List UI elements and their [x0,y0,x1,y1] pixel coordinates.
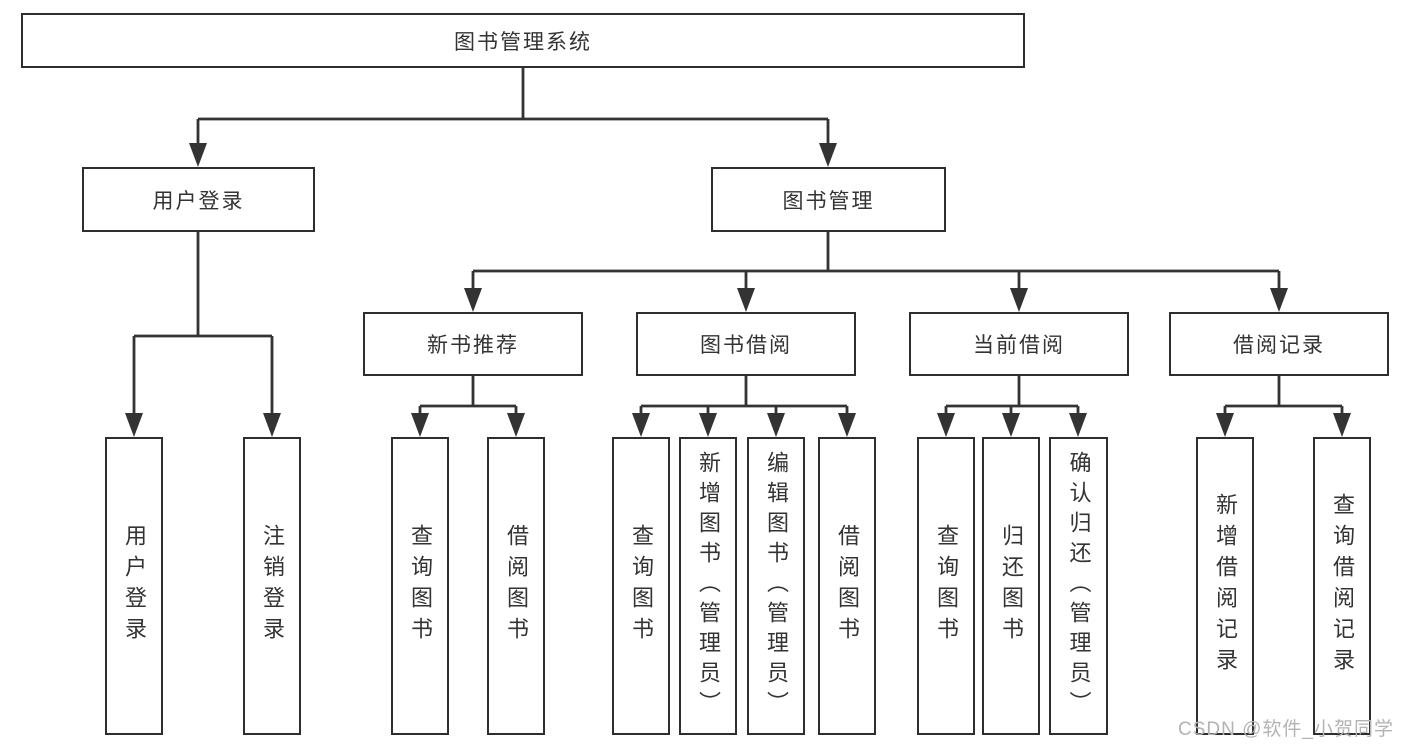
leaf-add-books-admin: 新增图书（管理员） [679,437,737,735]
node-root-label: 图书管理系统 [454,30,592,54]
leaf-query-books-recommend-label: 查询图书 [408,524,433,648]
leaf-borrow-books-recommend-label: 借阅图书 [504,524,529,648]
node-current-borrowing-label: 当前借阅 [973,334,1065,357]
leaf-add-borrow-record-label: 新增借阅记录 [1213,493,1238,679]
leaf-add-borrow-record: 新增借阅记录 [1196,437,1254,735]
leaf-return-books-label: 归还图书 [999,524,1024,648]
node-new-book-recommend-label: 新书推荐 [427,334,519,357]
node-borrowing-records-label: 借阅记录 [1233,334,1325,357]
leaf-logout: 注销登录 [243,437,301,735]
leaf-confirm-return-admin-label: 确认归还（管理员） [1066,451,1092,721]
leaf-borrow-books: 借阅图书 [818,437,876,735]
leaf-edit-books-admin: 编辑图书（管理员） [747,437,805,735]
node-current-borrowing: 当前借阅 [909,312,1129,376]
leaf-query-borrow-record-label: 查询借阅记录 [1330,493,1355,679]
leaf-confirm-return-admin: 确认归还（管理员） [1049,437,1108,735]
leaf-query-books-borrowing: 查询图书 [612,437,670,735]
leaf-user-login: 用户登录 [105,437,163,735]
node-user-login-label: 用户登录 [152,189,245,213]
watermark: CSDN @软件_小贺同学 [1178,719,1394,740]
leaf-borrow-books-recommend: 借阅图书 [487,437,545,735]
leaf-query-borrow-record: 查询借阅记录 [1313,437,1371,735]
node-root: 图书管理系统 [21,13,1025,68]
node-book-management: 图书管理 [711,167,946,232]
leaf-query-books-recommend: 查询图书 [391,437,449,735]
leaf-query-books-borrowing-label: 查询图书 [629,524,654,648]
node-book-borrowing: 图书借阅 [636,312,856,376]
node-book-borrowing-label: 图书借阅 [700,334,792,357]
leaf-query-books-current: 查询图书 [917,437,975,735]
leaf-user-login-label: 用户登录 [122,524,147,648]
connector-paths [132,68,1344,420]
leaf-return-books: 归还图书 [982,437,1040,735]
leaf-add-books-admin-label: 新增图书（管理员） [696,451,721,721]
arrowhead-icons [125,143,1351,437]
leaf-logout-label: 注销登录 [260,524,285,648]
leaf-query-books-current-label: 查询图书 [934,524,959,648]
node-borrowing-records: 借阅记录 [1169,312,1389,376]
node-new-book-recommend: 新书推荐 [363,312,583,376]
leaf-borrow-books-label: 借阅图书 [835,524,860,648]
leaf-edit-books-admin-label: 编辑图书（管理员） [764,451,789,721]
node-user-login: 用户登录 [82,167,315,232]
node-book-management-label: 图书管理 [782,189,875,213]
